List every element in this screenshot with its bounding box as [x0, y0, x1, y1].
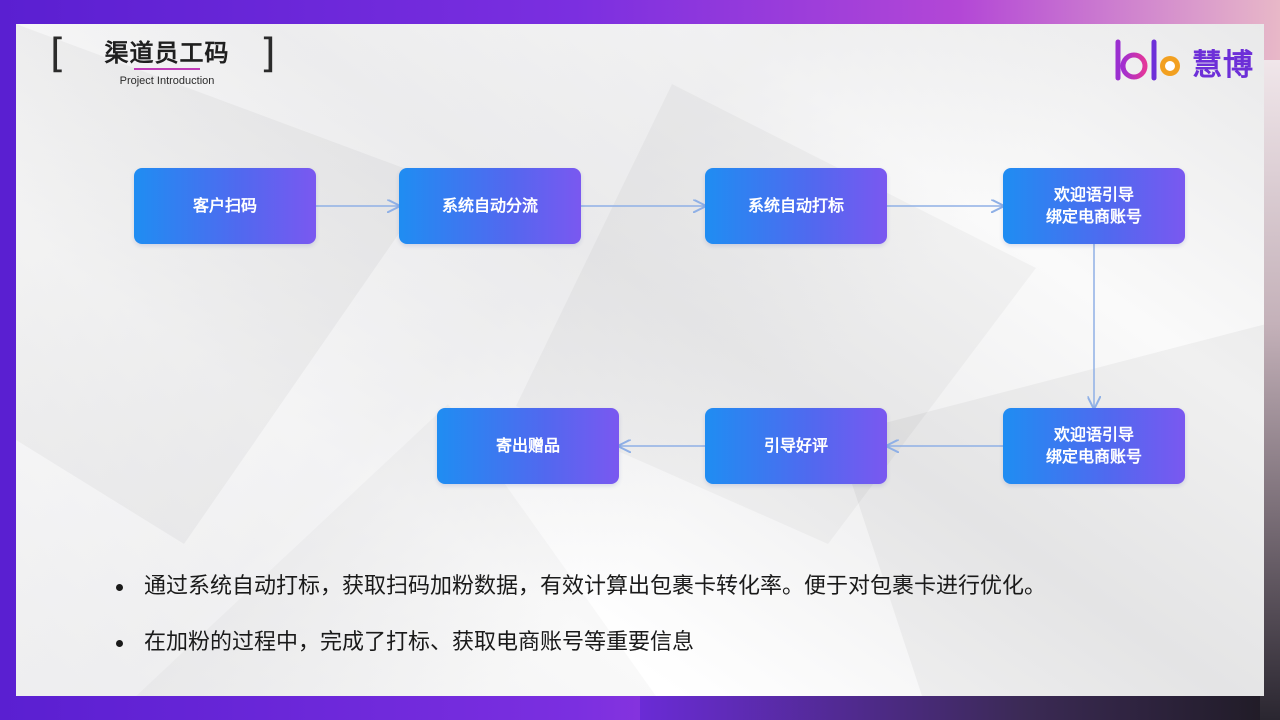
flow-node-label: 引导好评	[763, 436, 828, 455]
page-title: 渠道员工码	[104, 39, 230, 67]
background-decoration-right	[1260, 60, 1280, 720]
bullet-item: 通过系统自动打标，获取扫码加粉数据，有效计算出包裹卡转化率。便于对包裹卡进行优化…	[112, 572, 1046, 602]
page-subtitle: Project Introduction	[119, 75, 215, 87]
title-underline	[134, 68, 200, 70]
flow-node-label: 客户扫码	[192, 196, 257, 215]
flow-node-label: 绑定电商账号	[1045, 447, 1142, 466]
flow-node-label: 系统自动分流	[441, 196, 538, 215]
flow-node-label: 寄出赠品	[495, 436, 560, 455]
bullet-text: 通过系统自动打标，获取扫码加粉数据，有效计算出包裹卡转化率。便于对包裹卡进行优化…	[144, 574, 1047, 599]
flow-node-n6: 引导好评	[705, 408, 887, 484]
flow-node-label: 欢迎语引导	[1053, 185, 1134, 204]
flow-node-n7: 寄出赠品	[437, 408, 619, 484]
flow-node-n1: 客户扫码	[134, 168, 316, 244]
flow-node-n3: 系统自动打标	[705, 168, 887, 244]
flow-node-label: 欢迎语引导	[1053, 425, 1134, 444]
bullet-item: 在加粉的过程中，完成了打标、获取电商账号等重要信息	[112, 628, 1046, 658]
flow-node-label: 系统自动打标	[747, 196, 844, 215]
logo-text: 慧博	[1192, 48, 1254, 83]
slide: [ 渠道员工码 Project Introduction ] 慧博 客户扫码 系统…	[16, 24, 1264, 696]
flow-node-n2: 系统自动分流	[399, 168, 581, 244]
flow-node-n4: 欢迎语引导绑定电商账号	[1003, 168, 1185, 244]
flow-node-label: 绑定电商账号	[1045, 207, 1142, 226]
logo-mark	[1115, 39, 1180, 81]
bullet-dot	[116, 640, 123, 647]
header-right-bracket: ]	[260, 31, 276, 77]
bullet-dot	[116, 584, 123, 591]
flow-node-n5: 欢迎语引导绑定电商账号	[1003, 408, 1185, 484]
flow-connectors	[316, 24, 1264, 696]
header-left-bracket: [	[50, 31, 66, 77]
bullet-text: 在加粉的过程中，完成了打标、获取电商账号等重要信息	[144, 630, 695, 655]
bullet-list: 通过系统自动打标，获取扫码加粉数据，有效计算出包裹卡转化率。便于对包裹卡进行优化…	[112, 572, 1046, 684]
